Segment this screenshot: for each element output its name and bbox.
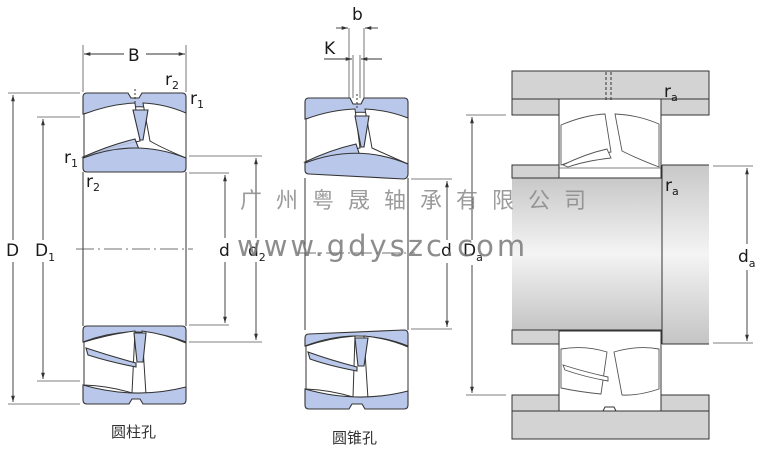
inner-ring-bottom (82, 325, 187, 343)
shaft-shoulder (662, 165, 709, 344)
outer-ring-bottom (304, 388, 409, 410)
guide-ring-top (132, 109, 149, 141)
label-K: K (324, 39, 336, 59)
cage-top (561, 148, 612, 168)
bearing-bottom-outline (558, 330, 662, 412)
cage-left-bottom (85, 347, 137, 368)
label-ra-mid: ra (665, 176, 679, 198)
figure-mounting-dimensions: ra ra Da da (463, 70, 756, 440)
label-r1-left: r1 (64, 148, 78, 170)
shaft-spacer-top (511, 164, 560, 179)
figure-tapered-bore: b K d 圆锥孔 (298, 5, 452, 447)
guide-ring-bottom (133, 332, 147, 363)
label-D1: D1 (35, 241, 55, 264)
inner-ring-top (82, 147, 187, 173)
caption-cylindrical-bore: 圆柱孔 (111, 423, 156, 441)
roller-right-bottom (613, 347, 660, 396)
bearing-bottom-section (304, 329, 409, 410)
label-r2-top: r2 (165, 70, 179, 92)
inner-ring-top (304, 152, 409, 180)
bearing-top-section (303, 94, 409, 180)
shaft (512, 178, 662, 330)
housing-shoulder-top (511, 98, 560, 116)
label-r1-top: r1 (190, 89, 204, 111)
label-d: d (441, 241, 452, 261)
label-ra-top: ra (664, 82, 678, 104)
caption-tapered-bore: 圆锥孔 (332, 429, 377, 447)
label-r2-left: r2 (86, 172, 100, 194)
label-b: b (352, 5, 363, 25)
label-Da: Da (463, 241, 483, 264)
roller-right-bottom (141, 330, 187, 396)
inner-ring-bottom (304, 329, 409, 347)
guide-ring-top (354, 115, 370, 148)
roller-right-top (614, 113, 660, 168)
housing-shoulder-bottom (511, 394, 560, 412)
bearing-top-section (81, 89, 187, 173)
label-B: B (128, 46, 140, 66)
label-da: da (738, 247, 756, 270)
figure-cylindrical-bore: B D (6, 45, 266, 441)
outer-ring-bottom (82, 384, 187, 405)
bearing-bottom-section (82, 325, 187, 405)
watermark-company-name: 广州粤晟轴承有限公司 (240, 189, 600, 214)
watermark: 广州粤晟轴承有限公司 www.gdyszc.com (237, 189, 600, 263)
bearing-top-outline (558, 72, 662, 179)
lube-groove-bottom (602, 406, 617, 412)
cage-bottom (562, 364, 609, 382)
label-D: D (6, 241, 19, 261)
housing-bottom (511, 410, 710, 440)
watermark-website: www.gdyszc.com (237, 229, 528, 263)
roller-right-bottom (363, 335, 409, 400)
shaft-spacer-bottom (511, 329, 560, 345)
housing-bottom-right (660, 394, 710, 412)
label-d: d (219, 241, 230, 261)
label-d2: d2 (248, 241, 266, 264)
guide-ring-bottom (354, 337, 369, 367)
cage-left-bottom (307, 351, 358, 372)
